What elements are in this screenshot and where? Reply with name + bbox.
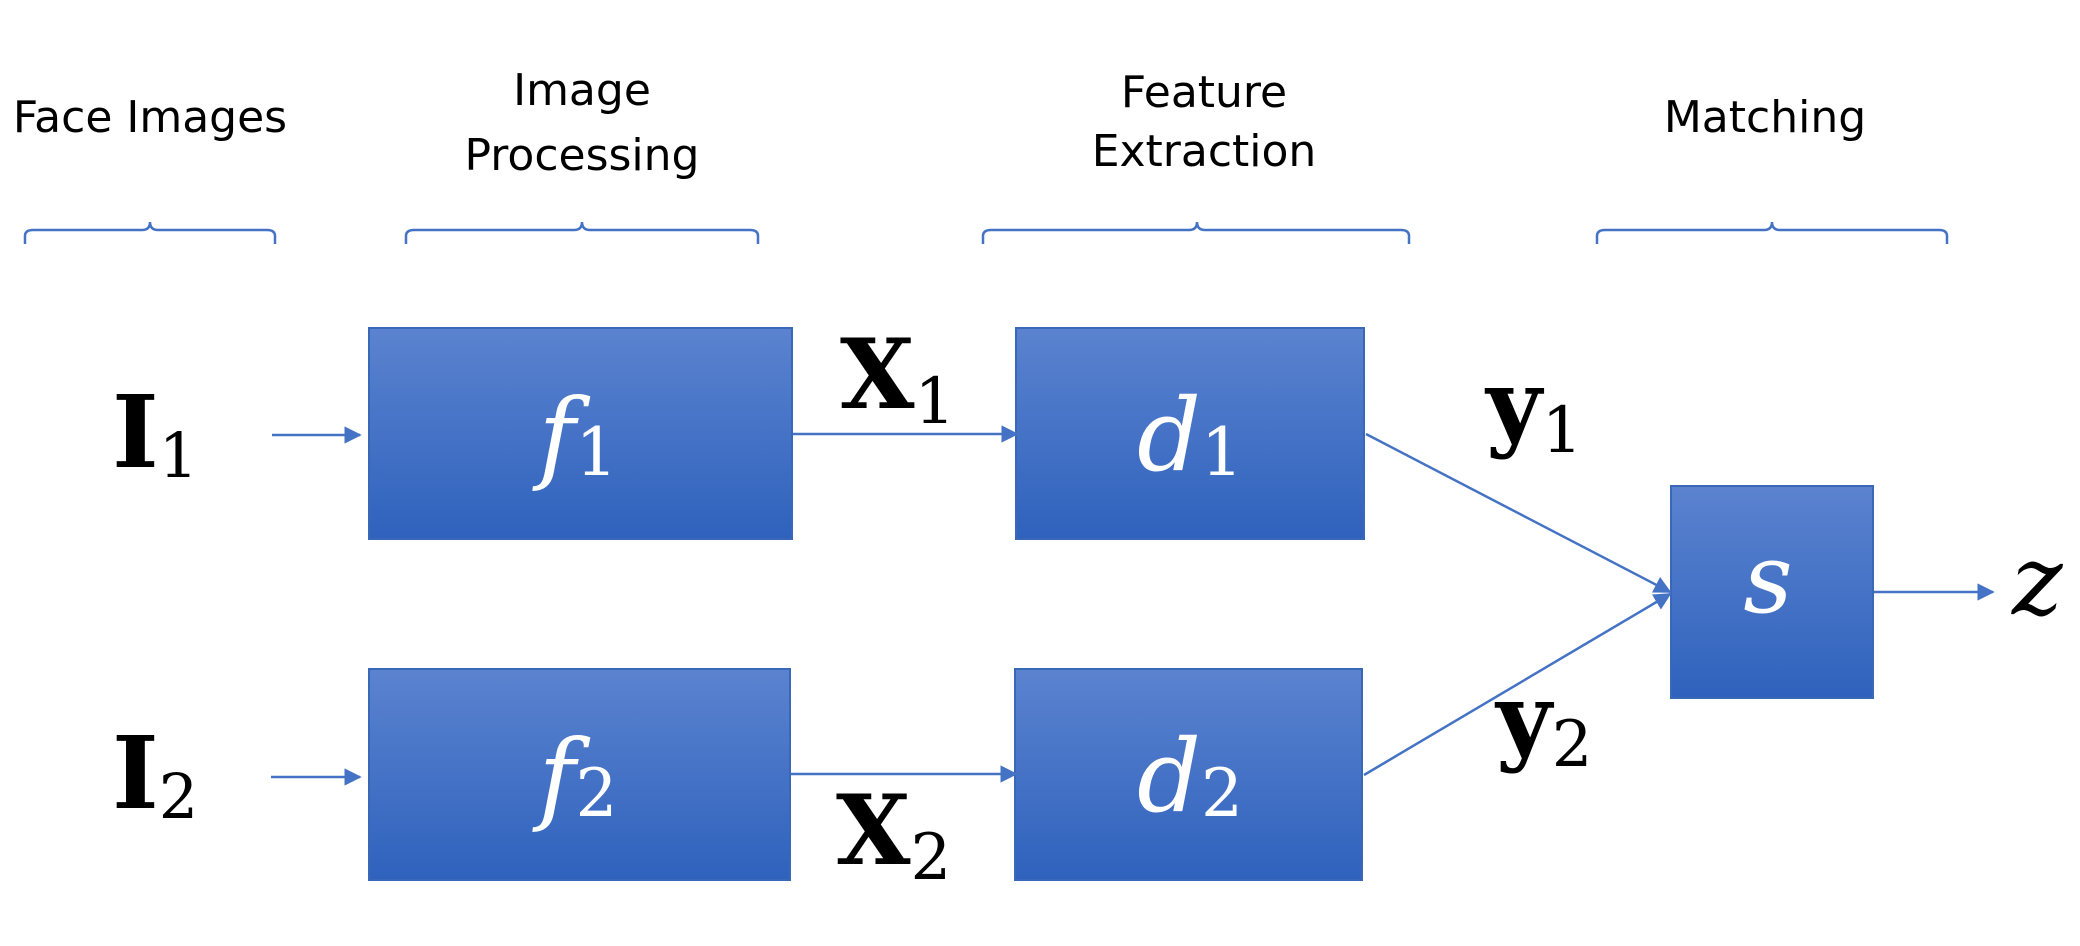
brace-image-processing [404, 221, 760, 244]
stage-label-image-processing-line1: Image [513, 65, 651, 116]
stage-label-matching: Matching [1664, 92, 1866, 143]
processing-box-f1 [368, 327, 793, 540]
processed-symbol-x2: X2 [836, 774, 951, 895]
stage-label-face-images: Face Images [13, 92, 287, 143]
matcher-box-s [1670, 485, 1874, 699]
flow-arrows [271, 425, 1995, 786]
brace-matching [1595, 221, 1949, 244]
output-symbol-z: z [2011, 525, 2064, 637]
extraction-label-d1: d1 [1137, 377, 1243, 494]
stage-label-image-processing-line2: Processing [465, 130, 700, 181]
stage-label-feature-extraction-line1: Feature [1121, 67, 1287, 118]
feature-symbol-y2: y2 [1494, 662, 1593, 782]
arrow-d1-to-s [1365, 432, 1672, 594]
processed-symbol-x1: X1 [840, 318, 955, 439]
brace-face-images [23, 221, 277, 244]
processing-box-f2 [368, 668, 791, 881]
extraction-box-d1 [1015, 327, 1365, 540]
extraction-box-d2 [1014, 668, 1363, 881]
input-symbol-i1: I1 [112, 373, 198, 492]
input-symbol-i2: I2 [112, 714, 198, 833]
stage-label-feature-extraction-line2: Extraction [1092, 126, 1317, 177]
matcher-label-s: s [1743, 523, 1792, 635]
brace-feature-extraction [981, 221, 1411, 244]
extraction-label-d2: d2 [1137, 718, 1243, 835]
stage-braces [23, 221, 1949, 244]
feature-symbol-y1: y1 [1484, 348, 1583, 468]
arrow-d2-to-s [1363, 592, 1672, 777]
